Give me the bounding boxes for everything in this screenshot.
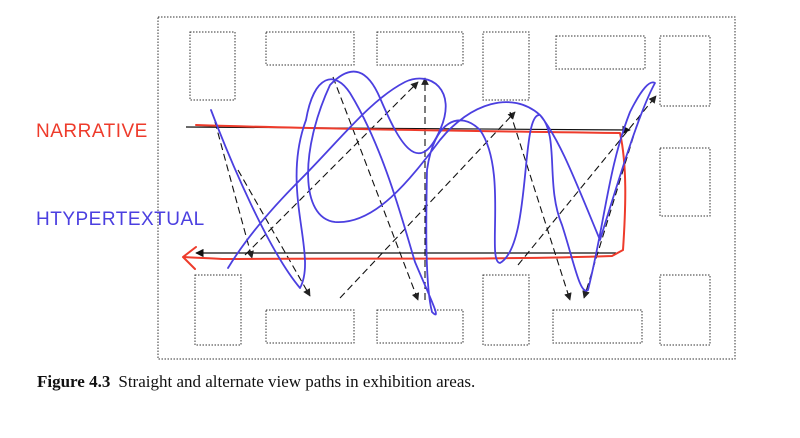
dashed-path-3 <box>244 81 419 256</box>
hypertextual-path <box>210 70 656 316</box>
exhibition-hall-frame <box>157 16 736 360</box>
exhibits-bottom-row <box>194 274 711 346</box>
exhibit-bottom-2 <box>265 309 355 344</box>
exhibit-bottom-1 <box>194 274 242 346</box>
exhibit-top-6 <box>659 35 711 107</box>
alternate-dashed-paths <box>214 76 657 301</box>
dashed-path-2 <box>237 169 311 297</box>
exhibit-bottom-5 <box>552 309 643 344</box>
dashed-path-6 <box>339 111 516 299</box>
exhibit-bottom-6 <box>659 274 711 346</box>
narrative-label: NARRATIVE <box>36 121 148 142</box>
hypertextual-label: HTYPERTEXTUAL <box>36 209 205 230</box>
exhibit-right-middle <box>659 147 711 217</box>
exhibit-bottom-3 <box>376 309 464 344</box>
exhibit-top-3 <box>376 31 464 66</box>
narrative-path <box>182 124 627 270</box>
figure-caption-text: Straight and alternate view paths in exh… <box>118 372 476 391</box>
dashed-path-8 <box>517 95 657 266</box>
dashed-path-4 <box>332 76 420 301</box>
dashed-path-1 <box>214 121 254 259</box>
dashed-path-7 <box>509 111 572 301</box>
figure-number: Figure 4.3 <box>37 372 111 391</box>
exhibit-top-5 <box>555 35 646 70</box>
exhibit-top-4 <box>482 31 530 101</box>
exhibit-top-1 <box>189 31 236 101</box>
exhibit-top-2 <box>265 31 355 66</box>
exhibits-top-row <box>189 31 711 107</box>
exhibit-bottom-4 <box>482 274 530 346</box>
figure-caption: Figure 4.3 Straight and alternate view pa… <box>37 372 475 392</box>
